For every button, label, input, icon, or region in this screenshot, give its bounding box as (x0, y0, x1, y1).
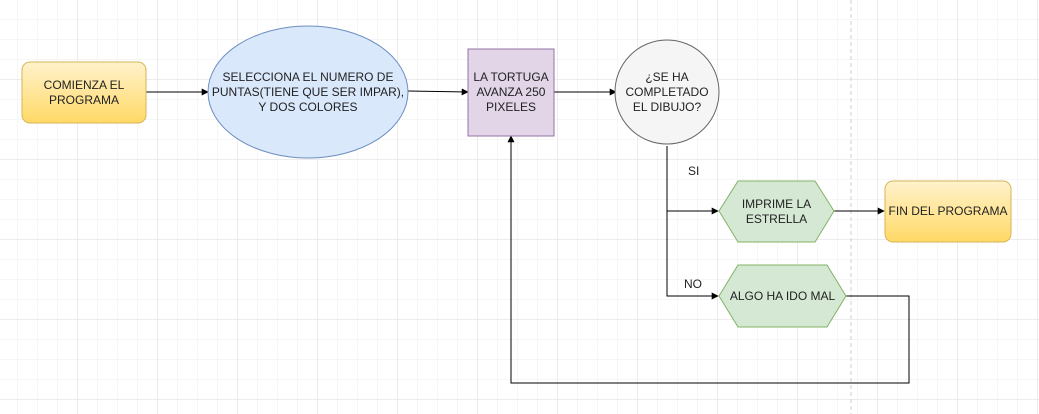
edges (146, 88, 910, 384)
select-node[interactable] (207, 25, 409, 159)
decision-node[interactable] (614, 39, 720, 145)
end-node[interactable] (884, 180, 1012, 243)
advance-node[interactable] (467, 48, 555, 137)
edge-decision-to-error (666, 211, 719, 300)
edge-label-no: NO (684, 277, 702, 291)
edge-error-loop-back (507, 135, 910, 384)
edge-decision-to-print (666, 146, 719, 215)
start-node[interactable] (21, 61, 147, 124)
edge-label-yes: SI (688, 164, 699, 178)
print-node[interactable] (718, 180, 835, 243)
edge-select-to-advance (407, 88, 469, 96)
error-node[interactable] (718, 264, 847, 328)
